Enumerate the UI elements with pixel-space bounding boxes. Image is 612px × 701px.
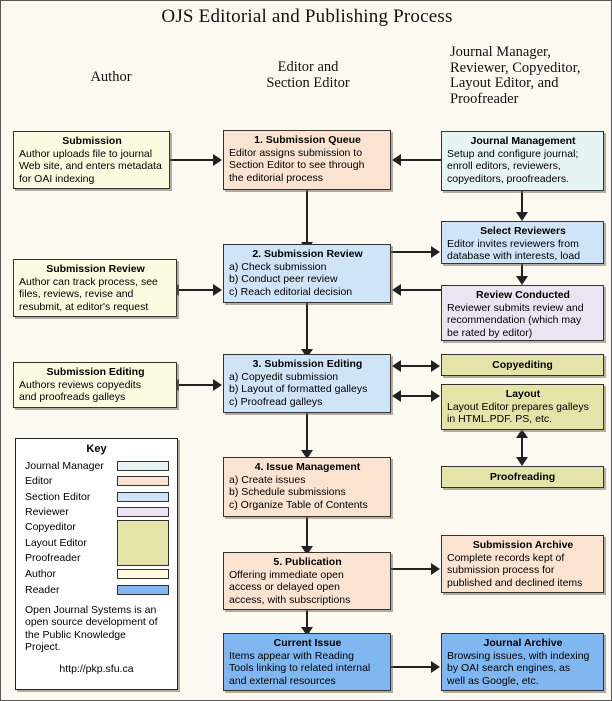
arrowhead-right	[431, 360, 440, 372]
legend-swatch-journal-manager	[117, 460, 169, 471]
legend-row-reviewer: Reviewer	[16, 505, 177, 521]
arrowhead-up	[516, 429, 528, 438]
box-review-conducted[interactable]: Review Conducted Reviewer submits review…	[441, 285, 604, 341]
connector-journalmgmt-to-queue	[401, 159, 441, 161]
box-copyediting[interactable]: Copyediting	[441, 354, 604, 376]
legend-label: Layout Editor	[25, 536, 87, 549]
box-publication[interactable]: 5. Publication Offering immediate open a…	[223, 552, 391, 610]
legend-swatch-author	[117, 569, 169, 580]
connector-review-to-selectreviewers-b	[415, 251, 433, 253]
column-heading-roles: Journal Manager, Reviewer, Copyeditor, L…	[450, 44, 581, 107]
box-layout[interactable]: Layout Layout Editor prepares galleys in…	[441, 384, 604, 430]
connector-editing-to-issuemgmt	[306, 413, 308, 453]
legend-label: Reader	[25, 583, 60, 596]
box-proofreading[interactable]: Proofreading	[441, 466, 604, 488]
arrowhead-right	[431, 661, 440, 673]
connector-editing-to-copyediting	[401, 365, 439, 367]
column-heading-author: Author	[90, 69, 132, 85]
legend-label: Author	[25, 568, 56, 581]
arrowhead-down	[301, 627, 313, 636]
arrowhead-down	[301, 450, 313, 459]
connector-currentissue-to-journalarchive	[391, 666, 433, 668]
arrowhead-right	[213, 154, 222, 166]
connector-queue-to-review	[306, 190, 308, 244]
legend-title: Key	[86, 443, 107, 455]
legend-row-editor: Editor	[16, 474, 177, 490]
connector-review-to-selectreviewers	[391, 251, 417, 253]
arrowhead-down	[301, 546, 313, 555]
box-submission[interactable]: Submission Author uploads file to journa…	[13, 131, 170, 189]
legend-key: Key Journal Manager Editor Section Edito…	[15, 438, 178, 690]
arrowhead-right	[431, 246, 440, 258]
legend-row-reader: Reader	[16, 582, 177, 598]
connector-issuemgmt-to-publication	[306, 517, 308, 549]
arrowhead-down	[516, 457, 528, 466]
connector-publication-to-currentissue	[306, 609, 308, 631]
column-heading-editor: Editor and Section Editor	[266, 59, 350, 91]
arrowhead-down	[301, 349, 313, 358]
connector-journalmgmt-to-selectreviewers	[521, 191, 523, 213]
arrowhead-left	[392, 284, 401, 296]
box-submission-editing-author[interactable]: Submission Editing Authors reviews copye…	[13, 362, 177, 408]
box-submission-archive[interactable]: Submission Archive Complete records kept…	[441, 535, 604, 593]
connector-editing-to-layout	[401, 395, 439, 397]
legend-swatch-reader	[117, 584, 169, 595]
legend-label: Journal Manager	[25, 459, 104, 472]
arrowhead-right	[431, 563, 440, 575]
box-select-reviewers[interactable]: Select Reviewers Editor invites reviewer…	[441, 221, 604, 264]
legend-label: Section Editor	[25, 490, 91, 503]
legend-label: Proofreader	[25, 552, 81, 564]
legend-label: Editor	[25, 475, 53, 488]
arrowhead-down	[516, 212, 528, 221]
legend-swatch-section-editor	[117, 491, 169, 502]
legend-swatch-production-roles	[117, 520, 169, 566]
connector-review-to-editing	[306, 303, 308, 351]
legend-row-production-roles: Copyeditor Layout Editor Proofreader	[16, 520, 177, 567]
legend-row-journal-manager: Journal Manager	[16, 458, 177, 474]
legend-note: Open Journal Systems is an open source d…	[25, 603, 158, 654]
box-current-issue[interactable]: Current Issue Items appear with Reading …	[223, 633, 391, 691]
arrowhead-left	[392, 360, 401, 372]
box-journal-archive[interactable]: Journal Archive Browsing issues, with in…	[441, 633, 604, 691]
legend-row-section-editor: Section Editor	[16, 489, 177, 505]
arrowhead-right	[431, 390, 440, 402]
legend-production-labels: Copyeditor Layout Editor Proofreader	[25, 520, 117, 567]
connector-publication-to-archive	[391, 568, 433, 570]
box-submission-review-author[interactable]: Submission Review Author can track proce…	[13, 259, 177, 317]
connector-submission-to-queue	[170, 159, 214, 161]
arrowhead-left	[392, 154, 401, 166]
legend-row-author: Author	[16, 567, 177, 583]
arrowhead-right	[213, 284, 222, 296]
connector-layout-to-proofreading	[521, 431, 523, 463]
arrowhead-left	[392, 390, 401, 402]
legend-url[interactable]: http://pkp.sfu.ca	[59, 662, 134, 675]
box-issue-management[interactable]: 4. Issue Management a) Create issues b) …	[223, 457, 391, 517]
connector-selectreviewers-to-reviewconducted	[521, 263, 523, 279]
arrowhead-down	[516, 276, 528, 285]
box-submission-review[interactable]: 2. Submission Review a) Check submission…	[223, 244, 391, 303]
legend-label: Reviewer	[25, 506, 69, 519]
connector-authorreview-to-review	[177, 289, 217, 291]
connector-reviewconducted-to-review	[401, 289, 441, 291]
connector-authorediting-to-editing	[177, 384, 217, 386]
legend-label: Copyeditor	[25, 521, 76, 533]
page-title: OJS Editorial and Publishing Process	[161, 6, 453, 27]
arrowhead-right	[213, 379, 222, 391]
box-submission-queue[interactable]: 1. Submission Queue Editor assigns submi…	[223, 130, 391, 190]
legend-swatch-reviewer	[117, 507, 169, 518]
box-journal-management[interactable]: Journal Management Setup and configure j…	[441, 131, 604, 191]
box-submission-editing[interactable]: 3. Submission Editing a) Copyedit submis…	[223, 354, 391, 413]
legend-swatch-editor	[117, 476, 169, 487]
